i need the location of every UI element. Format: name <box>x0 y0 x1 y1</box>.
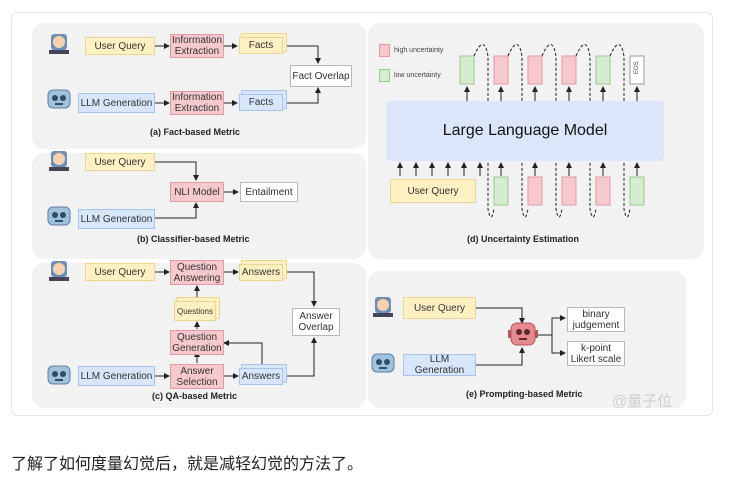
figure-frame: User Query LLM Generation Information Ex… <box>11 12 713 416</box>
eos-label: EOS <box>634 61 640 74</box>
entailment-box: Entailment <box>240 182 298 202</box>
llm-generation-box: LLM Generation <box>78 366 155 386</box>
legend-low-label: low uncertainty <box>394 72 441 79</box>
legend-high-label: high uncertainty <box>394 47 444 54</box>
fact-overlap-box: Fact Overlap <box>290 65 352 87</box>
answers-box: Answers <box>239 264 283 281</box>
token-low <box>595 55 611 85</box>
panel-caption: (c) QA-based Metric <box>152 391 238 401</box>
token-low <box>493 176 509 206</box>
likert-scale-box: k-point Likert scale <box>567 341 625 366</box>
llm-generation-box: LLM Generation <box>403 354 476 376</box>
panel-caption: (b) Classifier-based Metric <box>137 234 250 244</box>
user-avatar-icon <box>373 297 393 317</box>
facts-box: Facts <box>239 37 283 54</box>
question-generation-box: Question Generation <box>170 330 224 355</box>
llm-title: Large Language Model <box>442 122 608 139</box>
user-avatar-icon <box>49 151 69 171</box>
answer-overlap-box: Answer Overlap <box>292 308 340 336</box>
user-query-box: User Query <box>85 37 155 55</box>
answers-box: Answers <box>239 368 283 385</box>
robot-avatar-icon <box>371 353 395 373</box>
robot-avatar-icon <box>47 365 71 385</box>
panel-caption: (d) Uncertainty Estimation <box>467 234 580 244</box>
user-query-box: User Query <box>85 263 155 281</box>
facts-box: Facts <box>239 94 283 111</box>
nli-model-box: NLI Model <box>170 182 224 202</box>
connector-arrows <box>154 43 566 379</box>
token-high <box>595 176 611 206</box>
token-high <box>561 176 577 206</box>
legend-high-swatch <box>379 44 390 57</box>
token-high <box>527 55 543 85</box>
uncertainty-tokens <box>397 44 645 218</box>
information-extraction-box: Information Extraction <box>170 91 224 115</box>
article-text: 了解了如何度量幻觉后，就是减轻幻觉的方法了。 <box>11 454 364 473</box>
binary-judgement-box: binary judgement <box>567 307 625 332</box>
questions-box: Questions <box>174 301 216 321</box>
token-low <box>629 176 645 206</box>
user-avatar-icon <box>49 34 69 54</box>
watermark: @量子位 <box>612 393 673 410</box>
user-query-box: User Query <box>403 297 476 319</box>
user-query-box: User Query <box>85 153 155 171</box>
llm-generation-box: LLM Generation <box>78 209 155 229</box>
avatar-layer <box>47 34 538 385</box>
panel-caption: (e) Prompting-based Metric <box>466 389 583 399</box>
llm-block: Large Language Model <box>386 101 664 161</box>
information-extraction-box: Information Extraction <box>170 34 224 58</box>
panel-caption: (a) Fact-based Metric <box>150 127 241 137</box>
answer-selection-box: Answer Selection <box>170 364 224 389</box>
robot-avatar-icon <box>47 89 71 109</box>
judge-robot-icon <box>508 322 538 346</box>
token-high <box>493 55 509 85</box>
robot-avatar-icon <box>47 206 71 226</box>
question-answering-box: Question Answering <box>170 260 224 285</box>
token-high <box>561 55 577 85</box>
llm-generation-box: LLM Generation <box>78 93 155 113</box>
token-low <box>459 55 475 85</box>
user-avatar-icon <box>49 261 69 281</box>
legend-low-swatch <box>379 69 390 82</box>
token-eos <box>629 55 645 85</box>
token-high <box>527 176 543 206</box>
user-query-box: User Query <box>390 179 476 203</box>
